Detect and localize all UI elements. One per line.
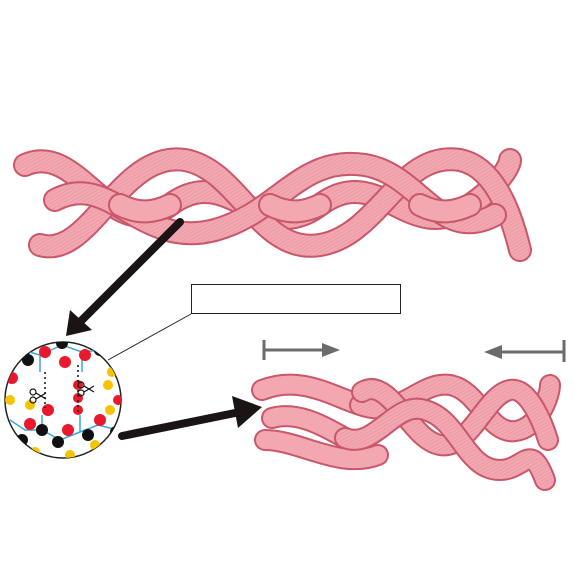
gray-arrow-right	[262, 340, 340, 360]
twisted-strand-3	[334, 397, 556, 491]
arrow-helix-to-magnifier	[66, 218, 184, 336]
scissors-icon	[77, 381, 95, 397]
magnifier-circle	[4, 341, 122, 459]
helix-strand-2	[28, 147, 532, 262]
gray-arrow-left	[484, 340, 566, 362]
loose-strand-1	[251, 373, 371, 416]
amino-acid-beads-red	[6, 346, 121, 436]
label-leader-line	[107, 313, 192, 361]
scissors-icon	[29, 388, 47, 404]
cleaved-triple-helix	[251, 373, 561, 491]
helix-strand-1-overlaps	[108, 193, 482, 224]
intact-triple-helix	[13, 147, 532, 262]
loose-strand-3	[254, 429, 389, 471]
arrow-magnifier-to-unwound-helix	[118, 396, 262, 440]
label-box	[191, 284, 401, 314]
